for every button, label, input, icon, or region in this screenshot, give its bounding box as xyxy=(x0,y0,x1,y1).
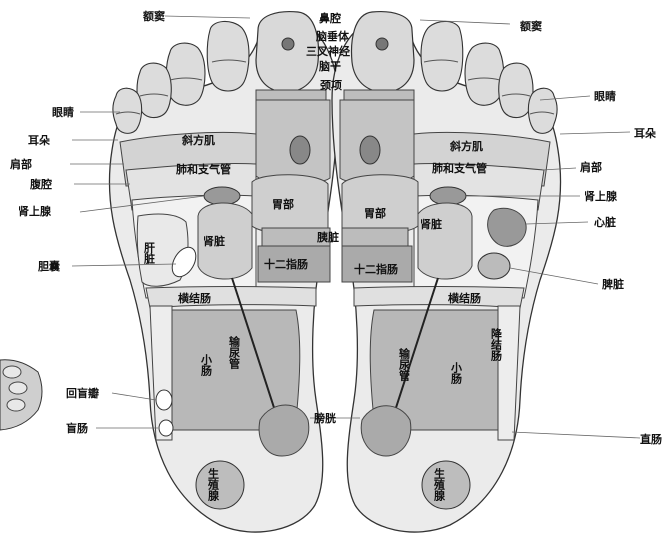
label-spleen: 脾脏 xyxy=(602,277,624,291)
label-lungs-left: 肺和支气管 xyxy=(176,162,231,176)
label-lungs-right: 肺和支气管 xyxy=(432,161,487,175)
label-pancreas: 胰脏 xyxy=(316,230,339,244)
label-transverse-colon-right: 横结肠 xyxy=(448,291,481,305)
label-sinus-left: 额窦 xyxy=(143,9,165,23)
left-ileocecal-zone xyxy=(156,390,172,410)
label-cecum: 盲肠 xyxy=(66,421,88,435)
label-neck: 颈项 xyxy=(320,79,342,92)
label-small-intestine-left: 小肠 xyxy=(200,353,214,377)
label-kidney-right: 肾脏 xyxy=(420,217,442,231)
right-adrenal-zone xyxy=(430,187,466,205)
left-reproductive-zone xyxy=(196,461,244,509)
label-reproductive-right: 生殖腺 xyxy=(433,467,447,502)
right-big-toe xyxy=(352,12,414,92)
left-transverse-colon-zone xyxy=(146,287,316,309)
label-shoulder-left: 肩部 xyxy=(10,157,32,171)
label-small-intestine-right: 小肠 xyxy=(450,361,464,385)
label-eye-left: 眼睛 xyxy=(52,105,74,119)
label-ileocecal: 回盲瓣 xyxy=(66,386,99,400)
label-bladder: 膀胱 xyxy=(313,411,336,425)
label-ureter-right: 输尿管 xyxy=(398,347,411,382)
left-pituitary-dot xyxy=(282,38,294,50)
label-kidney-left: 肾脏 xyxy=(203,234,225,248)
right-spleen-zone xyxy=(478,253,510,279)
label-nose: 鼻腔 xyxy=(319,11,341,25)
label-brainstem: 脑干 xyxy=(319,59,341,73)
right-spine-spot xyxy=(360,136,380,164)
left-toe-5 xyxy=(113,88,142,133)
label-sinus-right: 额窦 xyxy=(520,19,542,33)
label-ear-right: 耳朵 xyxy=(634,126,656,140)
left-toe-2 xyxy=(207,21,249,91)
label-reproductive-left: 生殖腺 xyxy=(207,467,221,502)
right-heart-zone xyxy=(488,208,527,246)
label-shoulder-right: 肩部 xyxy=(580,160,602,174)
label-transverse-colon-left: 横结肠 xyxy=(178,291,211,305)
label-ear-left: 耳朵 xyxy=(28,133,50,147)
right-toe-3 xyxy=(465,43,504,105)
right-reproductive-zone xyxy=(422,461,470,509)
label-trigeminal: 三叉神经 xyxy=(306,44,350,58)
label-duodenum-right: 十二指肠 xyxy=(354,262,398,276)
label-heart: 心脏 xyxy=(594,215,616,229)
label-trapezius-right: 斜方肌 xyxy=(449,139,483,153)
left-adrenal-zone xyxy=(204,187,240,205)
right-pancreas-zone xyxy=(342,228,408,246)
label-rectum: 直肠 xyxy=(640,432,662,446)
label-liver: 肝脏 xyxy=(143,242,156,265)
left-bladder-zone xyxy=(259,405,309,456)
label-pituitary: 脑垂体 xyxy=(316,29,350,43)
right-pituitary-dot xyxy=(376,38,388,50)
left-cecum-zone xyxy=(159,420,173,436)
left-toe-3 xyxy=(166,43,205,105)
right-toe-2 xyxy=(421,21,463,91)
label-eye-right: 眼睛 xyxy=(594,89,616,103)
side-foot-sketch xyxy=(0,360,42,430)
right-transverse-colon-zone xyxy=(354,287,524,309)
label-abdomen: 腹腔 xyxy=(30,177,52,191)
label-adrenal-left: 肾上腺 xyxy=(18,204,52,218)
label-duodenum-left: 十二指肠 xyxy=(264,257,308,271)
label-stomach-right: 胃部 xyxy=(364,206,386,220)
right-kidney-zone xyxy=(418,203,472,279)
label-trapezius-left: 斜方肌 xyxy=(181,133,215,147)
right-bladder-zone xyxy=(361,406,411,456)
label-stomach-left: 胃部 xyxy=(272,197,294,211)
label-gallbladder: 胆囊 xyxy=(38,259,61,273)
right-toe-5 xyxy=(528,88,557,133)
right-stomach-zone xyxy=(342,175,418,234)
left-foot xyxy=(109,12,338,532)
label-ureter-left: 输尿管 xyxy=(228,335,241,370)
left-spine-spot xyxy=(290,136,310,164)
label-adrenal-right: 肾上腺 xyxy=(584,189,618,203)
label-descending-colon: 降结肠 xyxy=(490,327,504,362)
